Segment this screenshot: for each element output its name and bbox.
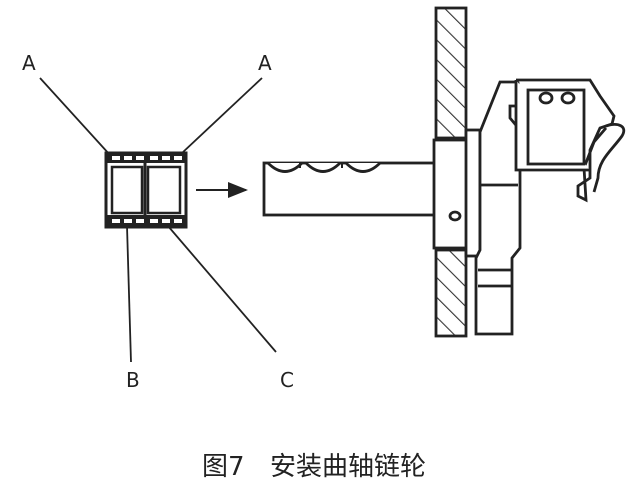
leader-lines: [39, 77, 277, 363]
label-c: C: [280, 368, 294, 392]
caption-number: 图7: [202, 452, 245, 482]
crank-bracket: [514, 78, 626, 203]
crank-flange: [432, 128, 482, 258]
crank-web: [474, 80, 522, 336]
label-a-left: A: [22, 51, 36, 75]
label-b: B: [126, 368, 140, 392]
engine-block-wall: [434, 6, 468, 338]
sprocket: [104, 151, 188, 229]
figure-caption: 图7 安装曲轴链轮: [202, 452, 426, 482]
crankshaft: [262, 161, 438, 217]
caption-text: 安装曲轴链轮: [270, 452, 426, 482]
label-a-right: A: [258, 51, 272, 75]
